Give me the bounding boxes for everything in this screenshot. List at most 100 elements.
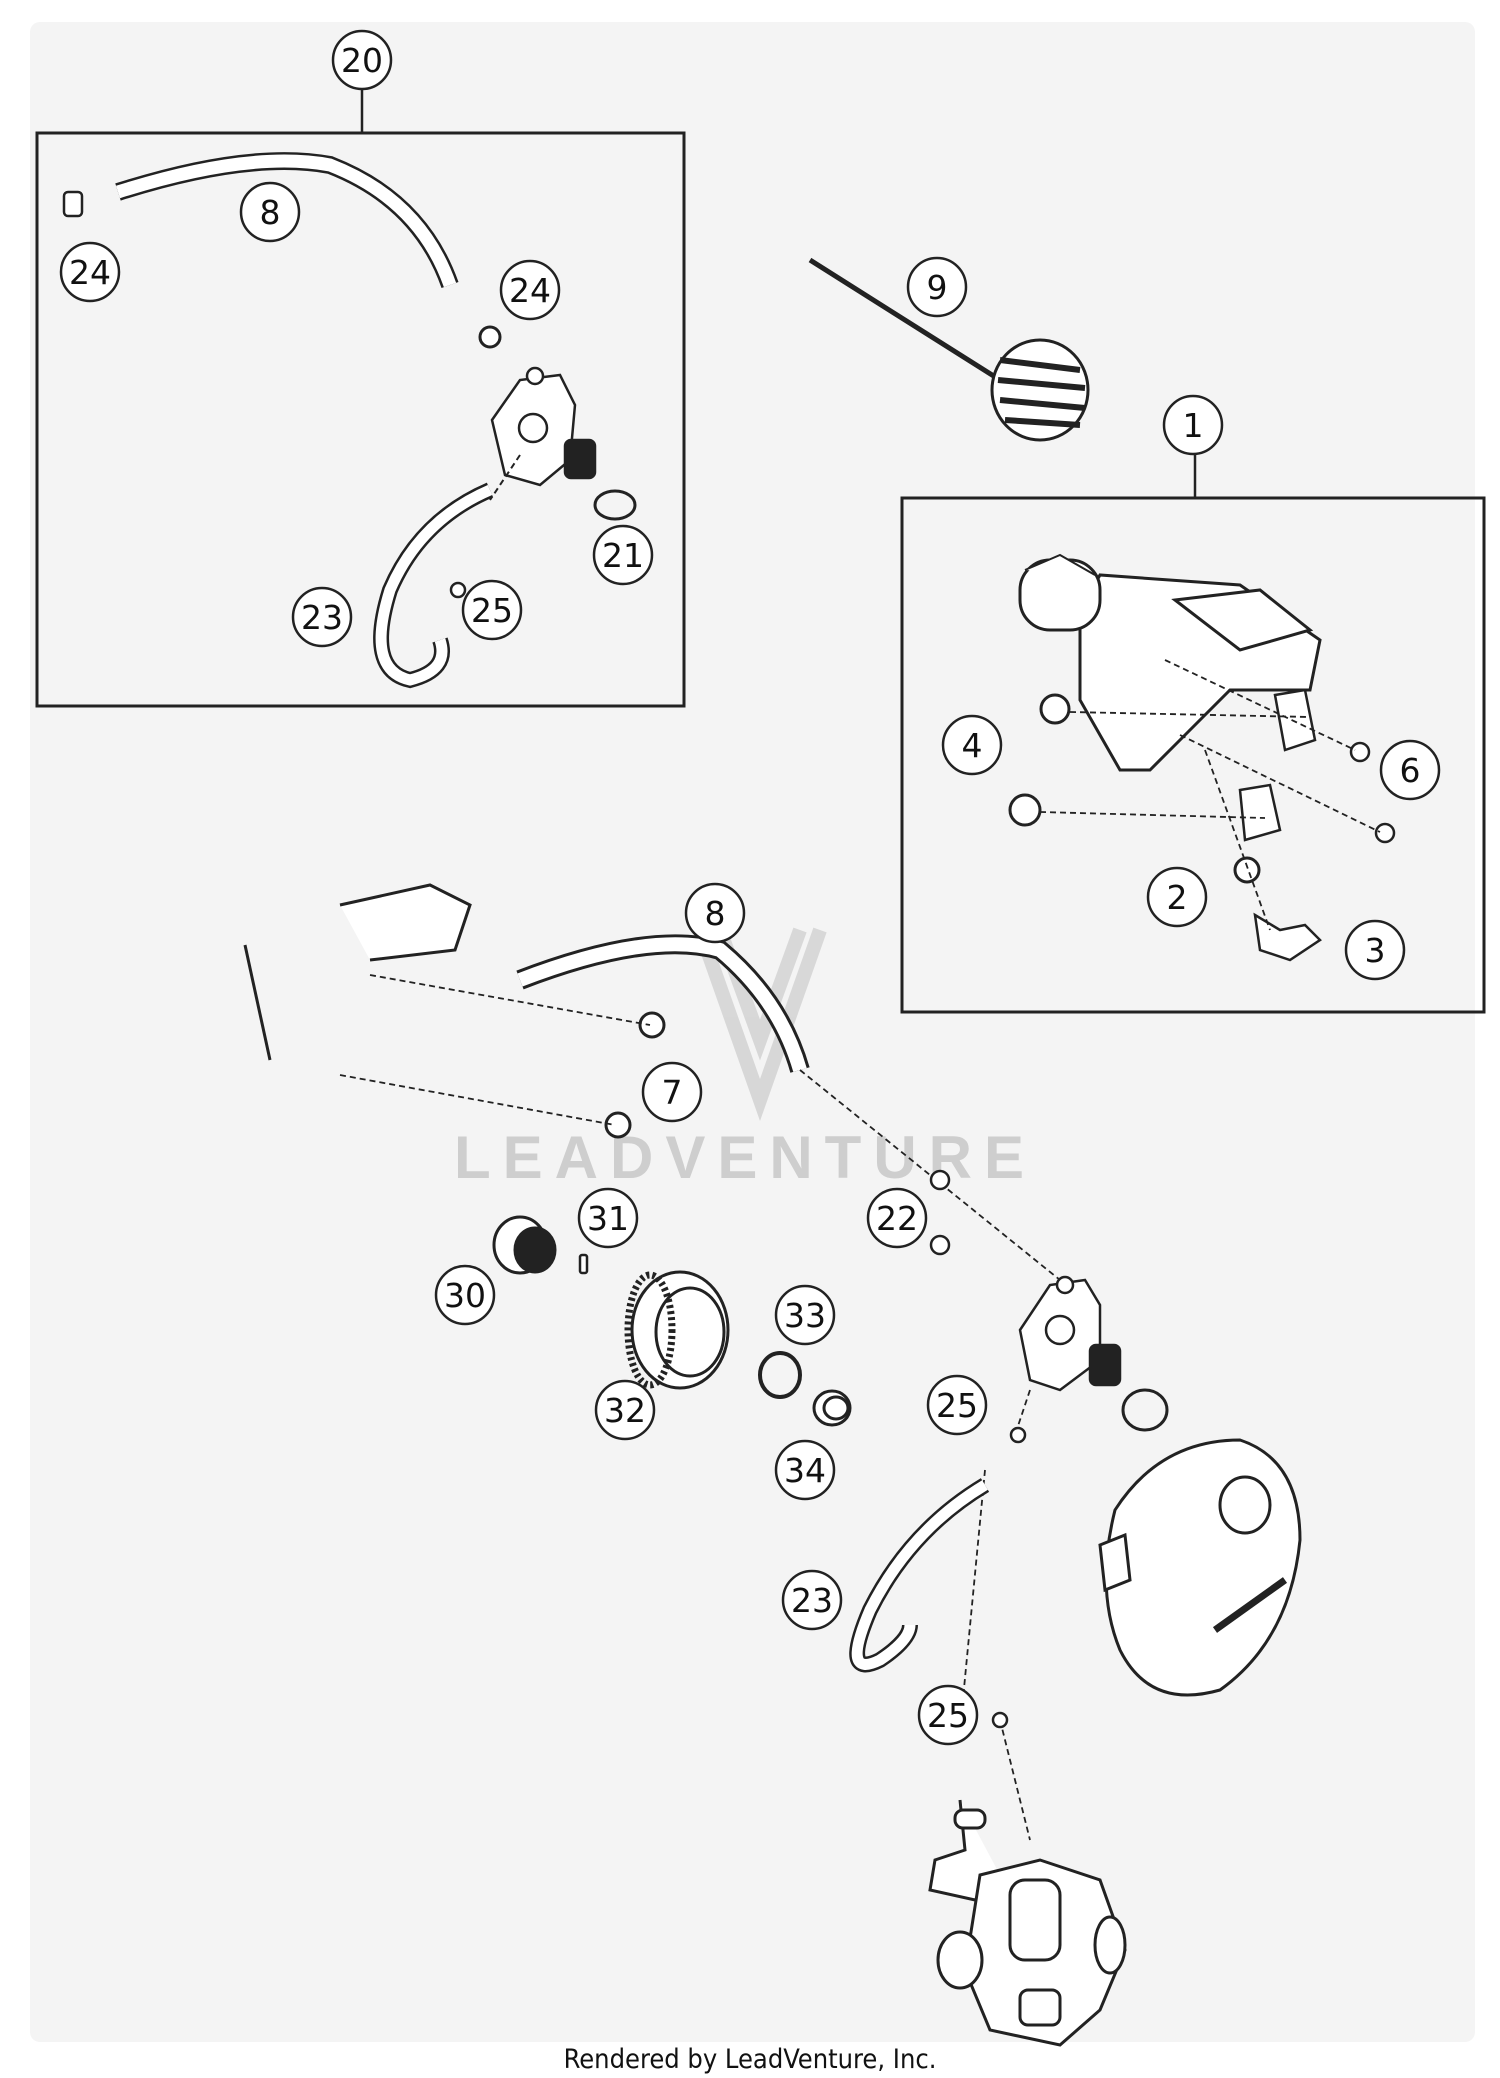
callout-circle — [866, 1187, 928, 1249]
callout-label: 22 — [876, 1199, 918, 1238]
callout-circle — [917, 1684, 979, 1746]
callout-circle — [331, 29, 393, 91]
callout-21: 21 — [592, 524, 654, 586]
fuel-tank — [1018, 553, 1322, 772]
callout-label: 24 — [509, 271, 551, 310]
callout-label: 25 — [471, 591, 513, 630]
callout-label: 20 — [341, 41, 383, 80]
callout-31: 31 — [577, 1187, 639, 1249]
callout-circle — [592, 524, 654, 586]
callout-label: 34 — [784, 1451, 826, 1490]
callout-label: 32 — [604, 1391, 646, 1430]
callout-circle — [291, 586, 353, 648]
callout-23: 23 — [291, 586, 353, 648]
elbow-3 — [1253, 912, 1322, 962]
o-ring-21 — [593, 489, 637, 521]
callout-label: 21 — [602, 536, 644, 575]
callout-8: 8 — [239, 181, 301, 243]
callout-label: 23 — [791, 1581, 833, 1620]
callout-label: 31 — [587, 1199, 629, 1238]
footer-credit: Rendered by LeadVenture, Inc. — [564, 2044, 937, 2075]
callout-3: 3 — [1344, 919, 1406, 981]
callout-circle — [684, 882, 746, 944]
callout-30: 30 — [434, 1264, 496, 1326]
callout-9: 9 — [906, 256, 968, 318]
ignition-cover — [1098, 1438, 1302, 1697]
o-ring-main — [1121, 1388, 1169, 1432]
callout-8: 8 — [684, 882, 746, 944]
callout-circle — [1146, 866, 1208, 928]
callout-circle — [499, 259, 561, 321]
callout-label: 30 — [444, 1276, 486, 1315]
callout-label: 7 — [662, 1073, 683, 1112]
callout-circle — [906, 256, 968, 318]
callout-label: 8 — [260, 193, 281, 232]
screw-6-lower — [1374, 822, 1396, 844]
callout-circle — [781, 1569, 843, 1631]
bushing-4-lower — [1008, 793, 1042, 827]
gear-32 — [624, 1270, 730, 1390]
nut-2 — [1233, 856, 1261, 884]
bracket-lower — [1238, 783, 1282, 842]
callout-circle — [926, 1374, 988, 1436]
callout-circle — [1344, 919, 1406, 981]
fuel-tap-box — [490, 366, 597, 487]
fuel-tap-main — [1018, 1275, 1122, 1392]
main-assembly — [243, 883, 1302, 2047]
pin-31 — [578, 1253, 589, 1275]
callout-label: 6 — [1400, 751, 1421, 790]
callout-label: 2 — [1167, 878, 1188, 917]
clip-24-right — [478, 325, 502, 349]
callout-34: 34 — [774, 1439, 836, 1501]
leadventure-watermark: LEADVENTURE — [454, 927, 1036, 1191]
callout-circle — [577, 1187, 639, 1249]
callout-25: 25 — [917, 1684, 979, 1746]
callout-label: 24 — [69, 253, 111, 292]
callout-label: 1 — [1183, 406, 1204, 445]
callout-label: 23 — [301, 598, 343, 637]
fuel-cap-9 — [808, 257, 1090, 442]
sleeve-34 — [812, 1389, 852, 1427]
frame-fragment — [339, 883, 472, 962]
callout-circle — [434, 1264, 496, 1326]
callout-label: 25 — [936, 1386, 978, 1425]
callout-7: 7 — [641, 1061, 703, 1123]
watermark-text: LEADVENTURE — [454, 1124, 1036, 1191]
callout-circle — [59, 241, 121, 303]
callout-25: 25 — [461, 579, 523, 641]
callout-circle — [239, 181, 301, 243]
callout-24: 24 — [59, 241, 121, 303]
callout-circle — [461, 579, 523, 641]
callout-label: 33 — [784, 1296, 826, 1335]
callout-1: 1 — [1162, 394, 1224, 456]
assembly-box-20 — [35, 82, 686, 708]
ring-33 — [758, 1351, 802, 1399]
callout-24: 24 — [499, 259, 561, 321]
callout-label: 8 — [705, 894, 726, 933]
callout-6: 6 — [1379, 739, 1441, 801]
callout-circle — [1162, 394, 1224, 456]
callout-4: 4 — [941, 714, 1003, 776]
carburetor — [928, 1799, 1127, 2047]
bracket-upper — [1273, 688, 1317, 752]
callout-label: 25 — [927, 1696, 969, 1735]
bolts-7 — [604, 1011, 666, 1139]
callout-label: 3 — [1365, 931, 1386, 970]
callout-32: 32 — [594, 1379, 656, 1441]
callout-label: 4 — [962, 726, 983, 765]
spacer-30 — [492, 1215, 557, 1275]
clip-24-left — [62, 190, 84, 218]
callout-20: 20 — [331, 29, 393, 91]
callout-circle — [1379, 739, 1441, 801]
callout-22: 22 — [866, 1187, 928, 1249]
callout-2: 2 — [1146, 866, 1208, 928]
callout-23: 23 — [781, 1569, 843, 1631]
screw-6-upper — [1349, 741, 1371, 763]
callout-circle — [774, 1284, 836, 1346]
callout-circle — [594, 1379, 656, 1441]
screws-22 — [929, 1169, 951, 1256]
bushing-4-upper — [1039, 693, 1071, 725]
callout-circle — [941, 714, 1003, 776]
